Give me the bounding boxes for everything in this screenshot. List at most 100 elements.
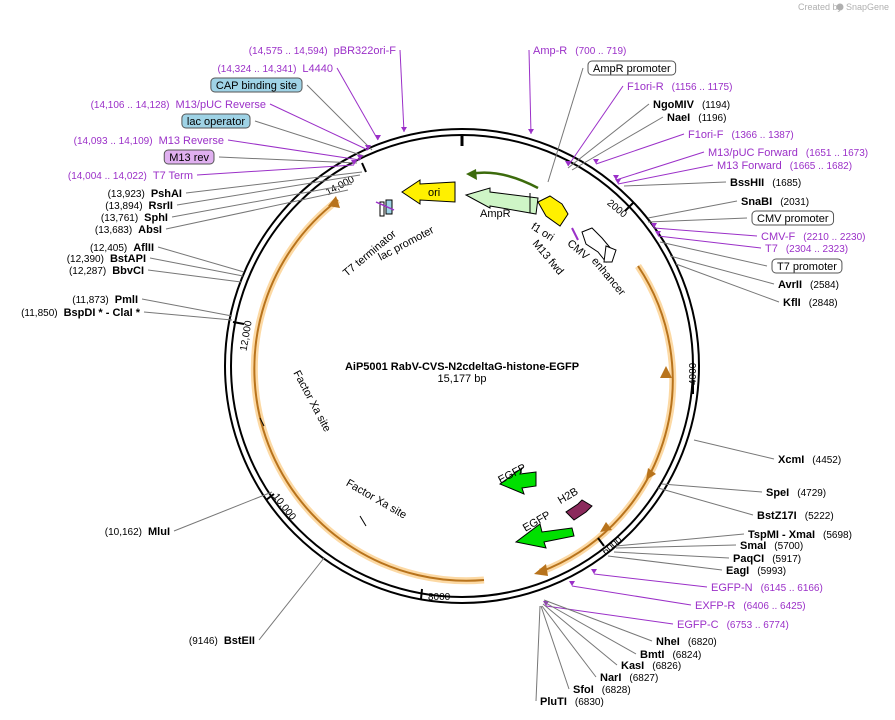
- sfoi-site[interactable]: SfoI(6828): [540, 605, 631, 696]
- bsshii-site[interactable]: BssHII(1685): [623, 177, 801, 189]
- kasi-site[interactable]: KasI(6826): [542, 603, 681, 672]
- bstz17i-position: (5222): [805, 511, 834, 522]
- snabi-site[interactable]: SnaBI (2031): [647, 196, 809, 219]
- ampr-label: AmpR: [480, 208, 511, 220]
- map-title: AiP5001 RabV-CVS-N2cdeltaG-histone-EGFP: [345, 361, 579, 373]
- ngomiv-site[interactable]: NgoMIV(1194): [567, 99, 730, 169]
- h2b-label: H2B: [556, 486, 581, 507]
- lac-promoter-feature[interactable]: lac promoter T7 terminator: [341, 199, 436, 279]
- rsrii-name: RsrII: [149, 200, 173, 212]
- t7-term-label[interactable]: T7 Term(14,004 .. 14,022): [68, 160, 357, 182]
- snabi-position: (2031): [780, 197, 809, 208]
- snapgene-logo-icon: [836, 3, 844, 11]
- m13-puc-reverse-label[interactable]: M13/pUC Reverse(14,106 .. 14,128): [91, 99, 371, 151]
- amp-r-label[interactable]: Amp-R(700 .. 719): [528, 45, 626, 135]
- paqci-position: (5917): [772, 554, 801, 565]
- eagi-name: EagI: [726, 565, 749, 577]
- nhei-site[interactable]: NheI(6820): [543, 599, 717, 648]
- bstapi-name: BstAPI: [110, 253, 146, 265]
- pbr322ori-f-position: (14,575 .. 14,594): [249, 46, 328, 57]
- paqci-site[interactable]: PaqCI(5917): [613, 551, 801, 565]
- pluti-name: PluTI: [540, 696, 567, 708]
- h2b-feature[interactable]: H2B: [556, 486, 593, 521]
- bbvci-site[interactable]: BbvCI(12,287): [69, 265, 242, 283]
- nari-position: (6827): [629, 673, 658, 684]
- mlui-site[interactable]: MluI(10,162): [105, 491, 273, 538]
- bstapi-position: (12,390): [67, 254, 104, 265]
- eagi-site[interactable]: EagI(5993): [607, 555, 786, 577]
- spei-position: (4729): [797, 488, 826, 499]
- t7-promoter-label[interactable]: T7 promoter: [659, 241, 843, 274]
- aflii-site[interactable]: AflII(12,405): [90, 242, 245, 273]
- ampr-promoter-label[interactable]: AmpR promoter: [547, 60, 677, 183]
- pshai-site[interactable]: PshAI(13,923): [108, 171, 363, 200]
- pluti-site[interactable]: PluTI (6830): [535, 605, 604, 708]
- m13-forward-name: M13 Forward: [717, 160, 782, 172]
- m13-puc-forward-name: M13/pUC Forward: [708, 147, 798, 159]
- egfp-feature-1[interactable]: EGFP: [496, 462, 537, 495]
- spei-site[interactable]: SpeI(4729): [661, 483, 826, 499]
- cmv-f-label[interactable]: CMV-F(2210 .. 2230): [651, 223, 866, 243]
- xcmi-site[interactable]: XcmI(4452): [693, 439, 841, 466]
- avrii-name: AvrII: [778, 279, 802, 291]
- ampr-promoter-name: AmpR promoter: [593, 63, 671, 75]
- m13-rev-label[interactable]: M13 rev: [163, 149, 358, 165]
- egfp-n-label[interactable]: EGFP-N(6145 .. 6166): [591, 569, 823, 594]
- nhei-name: NheI: [656, 636, 680, 648]
- kfli-site[interactable]: KflI(2848): [675, 263, 838, 309]
- pluti-position: (6830): [575, 697, 604, 708]
- bstapi-site[interactable]: BstAPI (12,390): [67, 253, 244, 277]
- exfp-r-label[interactable]: EXFP-R (6406 .. 6425): [569, 581, 806, 612]
- avrii-site[interactable]: AvrII(2584): [669, 255, 839, 291]
- l4440-label[interactable]: L4440(14,324 .. 14,341): [217, 63, 381, 141]
- sphi-site[interactable]: SphI(13,761): [101, 183, 353, 224]
- snabi-name: SnaBI: [741, 196, 772, 208]
- f1ori-r-label[interactable]: F1ori-R(1156 .. 1175): [565, 81, 732, 167]
- t7-term-name: T7 Term: [153, 170, 193, 182]
- ampr-feature[interactable]: AmpR: [464, 169, 539, 220]
- absi-site[interactable]: AbsI(13,683): [95, 189, 349, 236]
- bstz17i-name: BstZ17I: [757, 510, 797, 522]
- exfp-r-name: EXFP-R: [695, 600, 735, 612]
- cap-binding-site-label[interactable]: CAP binding site: [210, 77, 373, 151]
- naei-name: NaeI: [667, 112, 690, 124]
- rsrii-site[interactable]: RsrII(13,894): [105, 174, 361, 212]
- kfli-position: (2848): [809, 298, 838, 309]
- exfp-r-position: (6406 .. 6425): [743, 601, 805, 612]
- m13-puc-reverse-name: M13/pUC Reverse: [176, 99, 266, 111]
- bsteii-site[interactable]: BstEII(9146): [189, 557, 325, 647]
- bstz17i-site[interactable]: BstZ17I (5222): [657, 487, 834, 522]
- bmti-site[interactable]: BmtI(6824): [543, 601, 701, 661]
- lac-operator-label[interactable]: lac operator: [181, 113, 365, 157]
- bspdi-clai-site[interactable]: BspDI * - ClaI *(11,850): [21, 307, 233, 321]
- pmli-name: PmlI: [115, 294, 138, 306]
- smai-site[interactable]: SmaI(5700): [615, 540, 803, 552]
- nari-site[interactable]: NarI(6827): [541, 605, 658, 684]
- t7-label[interactable]: T7(2304 .. 2323): [655, 231, 848, 255]
- kasi-position: (6826): [652, 661, 681, 672]
- naei-position: (1196): [698, 113, 726, 124]
- factor-xa-label-2: Factor Xa site: [344, 477, 409, 521]
- m13-forward-position: (1665 .. 1682): [790, 161, 852, 172]
- pmli-site[interactable]: PmlI(11,873): [72, 294, 233, 317]
- tick-2000: 2000: [605, 198, 634, 221]
- m13-puc-forward-position: (1651 .. 1673): [806, 148, 868, 159]
- tspmi-xmai-site[interactable]: TspMI - XmaI(5698): [615, 529, 852, 547]
- m13-reverse-name: M13 Reverse: [159, 135, 224, 147]
- m13-puc-forward-label[interactable]: M13/pUC Forward (1651 .. 1673): [613, 147, 868, 181]
- bmti-name: BmtI: [640, 649, 664, 661]
- tick-8000: 8000: [420, 588, 451, 603]
- f1ori-r-name: F1ori-R: [627, 81, 664, 93]
- tick-4000: 4000: [688, 362, 699, 394]
- amp-r-position: (700 .. 719): [575, 46, 626, 57]
- pbr322ori-f-label[interactable]: pBR322ori-F(14,575 .. 14,594): [249, 45, 407, 133]
- naei-site[interactable]: NaeI (1196): [571, 112, 726, 171]
- cmv-enhancer-feature[interactable]: CMV enhancer: [565, 227, 628, 298]
- egfp-feature-2[interactable]: EGFP: [514, 509, 575, 549]
- ori-feature[interactable]: ori: [401, 179, 456, 205]
- f1ori-f-label[interactable]: F1ori-F(1366 .. 1387): [593, 129, 794, 165]
- cmv-promoter-label[interactable]: CMV promoter: [647, 210, 835, 226]
- m13-forward-label[interactable]: M13 Forward (1665 .. 1682): [615, 160, 852, 185]
- m13-reverse-label[interactable]: M13 Reverse(14,093 .. 14,109): [74, 135, 363, 161]
